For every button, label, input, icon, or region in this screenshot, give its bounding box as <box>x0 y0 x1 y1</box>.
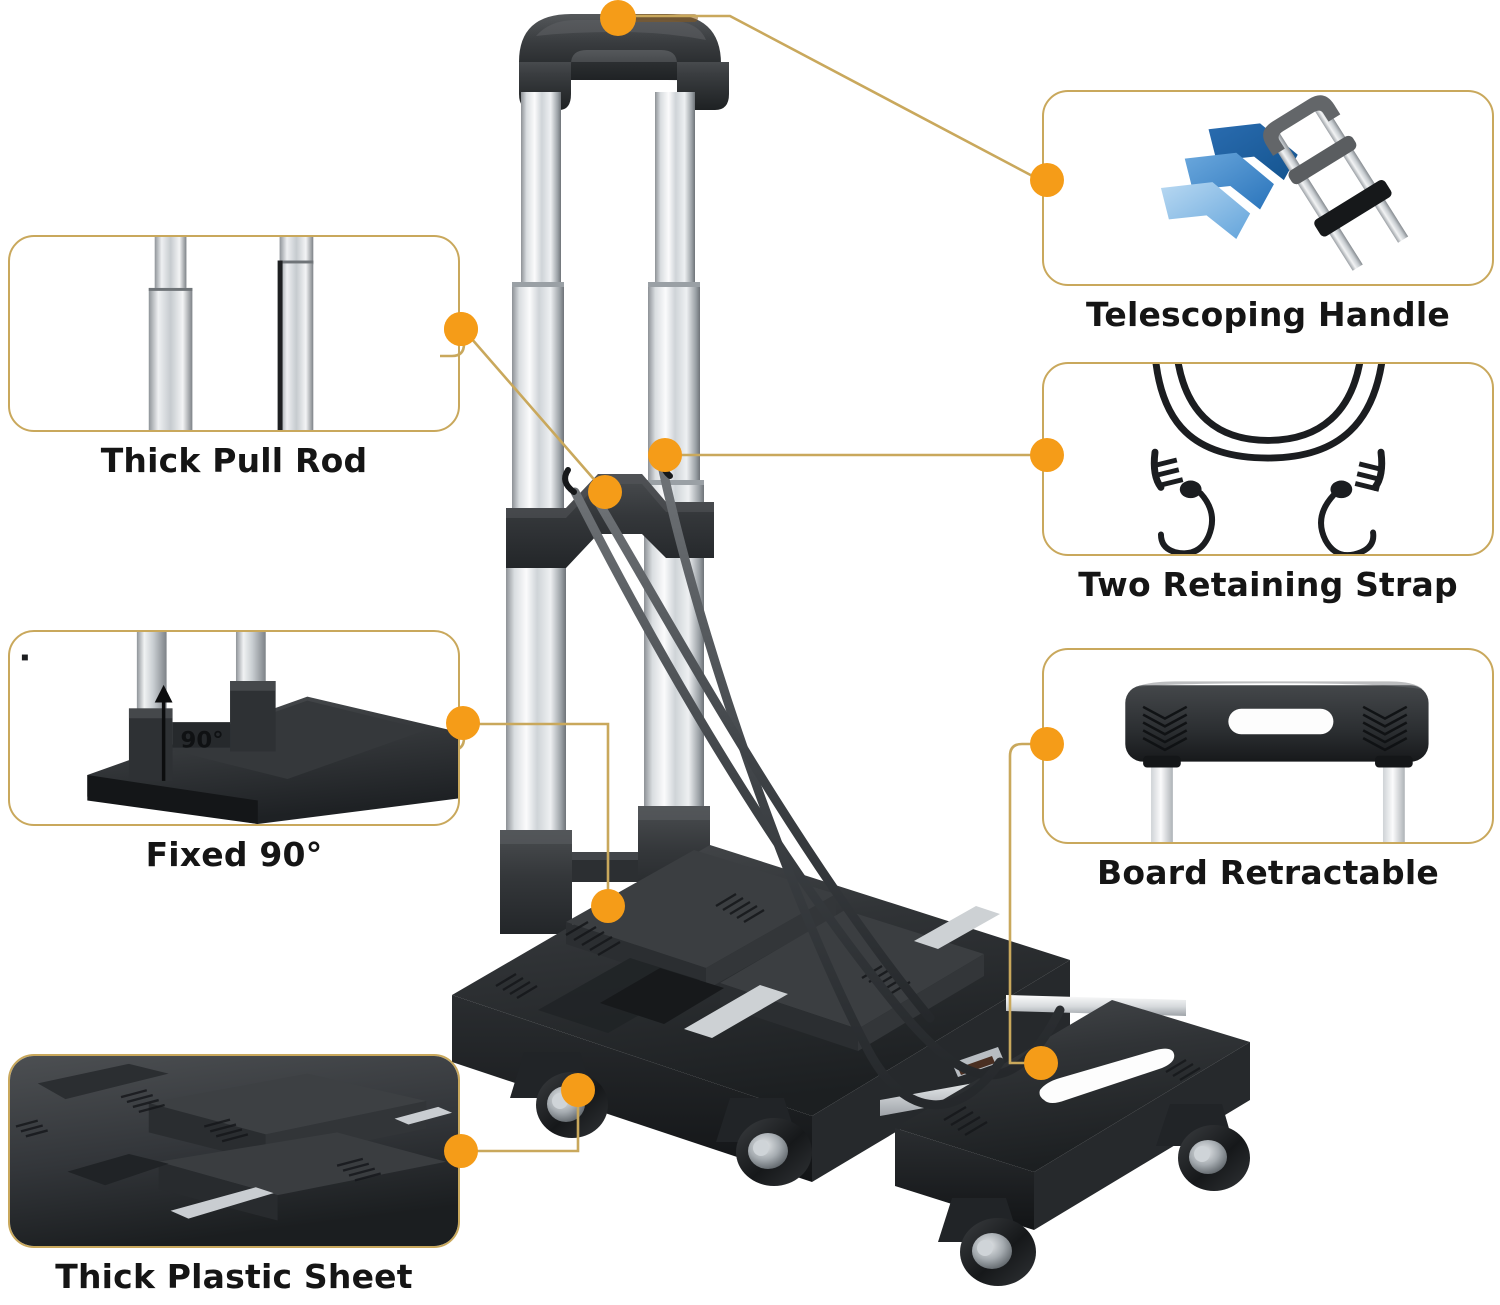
hotspot-board-anchor[interactable] <box>1030 727 1064 761</box>
hotspot-rod-base[interactable] <box>446 706 480 740</box>
thumb-thick-plastic-sheet <box>10 1056 458 1246</box>
hotspot-deck-surface[interactable] <box>591 889 625 923</box>
retaining-strap-art <box>570 465 1065 1110</box>
callout-thick-plastic-sheet[interactable]: Thick Plastic Sheet <box>8 1054 460 1296</box>
callout-label-thick-plastic-sheet: Thick Plastic Sheet <box>55 1257 413 1296</box>
callout-board-retractable[interactable]: Board Retractable <box>1042 648 1494 892</box>
thumb-board-retractable <box>1125 681 1429 842</box>
callout-telescoping-handle[interactable]: Telescoping Handle <box>1042 90 1494 334</box>
strap-hook-left-icon <box>1152 457 1216 554</box>
thumb-two-retaining-strap <box>1150 364 1386 554</box>
hotspot-rod-box-anchor[interactable] <box>444 312 478 346</box>
thumb-thick-pull-rod <box>148 237 314 430</box>
hotspot-strap-anchor[interactable] <box>1030 438 1064 472</box>
callout-label-telescoping-handle: Telescoping Handle <box>1086 295 1450 334</box>
hotspot-extension-board[interactable] <box>1024 1046 1058 1080</box>
hotspot-strap-clip-right[interactable] <box>648 438 682 472</box>
callout-label-board-retractable: Board Retractable <box>1097 853 1439 892</box>
thumb-telescoping-handle <box>1160 95 1409 271</box>
strap-hook-right-icon <box>1318 461 1384 554</box>
hotspot-caster[interactable] <box>561 1073 595 1107</box>
callout-thick-pull-rod[interactable]: Thick Pull Rod <box>8 235 460 480</box>
hotspot-caster-box-side[interactable] <box>444 1134 478 1168</box>
callout-label-thick-pull-rod: Thick Pull Rod <box>100 441 368 480</box>
thumb-fixed-90: 90° <box>21 632 458 824</box>
svg-text:90°: 90° <box>180 728 223 754</box>
callout-label-two-retaining-strap: Two Retaining Strap <box>1078 565 1458 604</box>
callout-fixed-90[interactable]: 90° Fixed 90° <box>8 630 460 874</box>
hotspot-handle-grip[interactable] <box>600 0 636 36</box>
hotspot-strap-clip-left[interactable] <box>588 475 622 509</box>
callout-two-retaining-strap[interactable]: Two Retaining Strap <box>1042 362 1494 604</box>
callout-label-fixed-90: Fixed 90° <box>145 835 323 874</box>
hotspot-telescoping-anchor[interactable] <box>1030 163 1064 197</box>
